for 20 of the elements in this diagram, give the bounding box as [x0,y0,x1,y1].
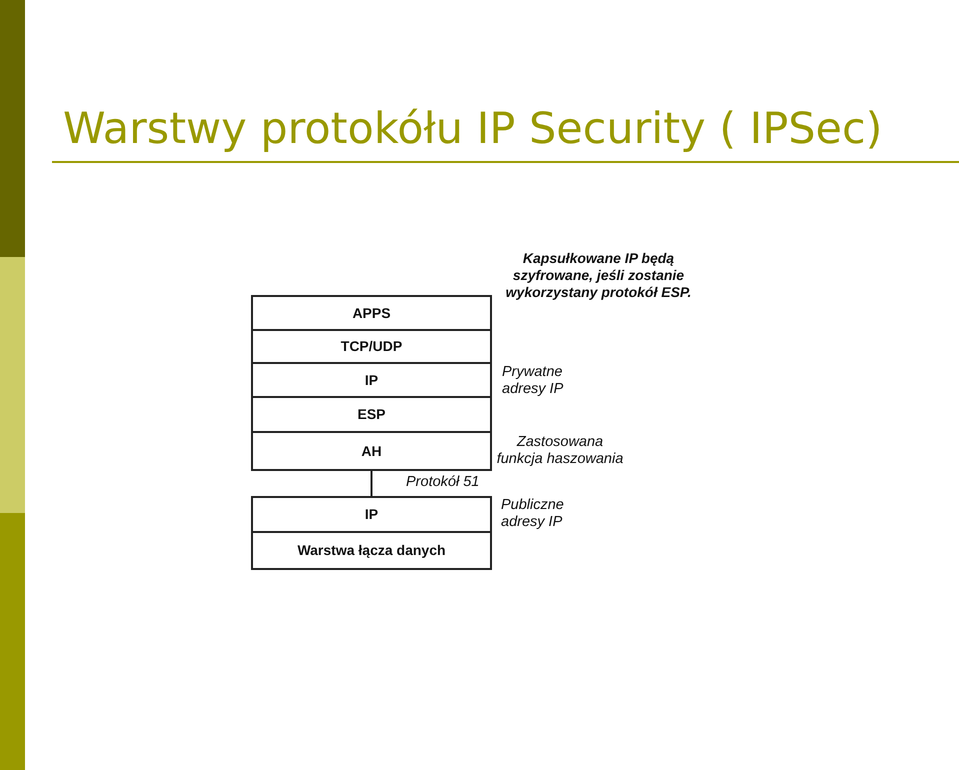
layer-label: Warstwa łącza danych [297,542,446,559]
layer-label: AH [361,442,382,460]
side-note: Prywatne adresy IP [502,364,564,398]
layer-label: IP [364,506,378,523]
layer-box [251,329,492,364]
slide-title: Warstwy protokółu IP Security ( IPSec) [63,105,882,153]
layer-box [251,362,492,398]
connector-line [370,471,372,496]
layer-box [251,531,492,570]
side-note: Publiczne adresy IP [501,497,565,531]
side-note: Zastosowana funkcja haszowania [496,434,624,468]
layer-label: ESP [357,406,386,423]
layer-label: IP [364,372,378,388]
layer-box [251,496,492,533]
layer-box [251,396,492,433]
note-text: Kapsułkowane IP będą szyfrowane, jeśli zostanie wykorzystany protokół ESP. [504,250,692,301]
layer-box [251,431,492,471]
layer-label: TCP/UDP [340,338,402,355]
layer-box [251,295,492,331]
layer-label: APPS [352,304,391,322]
